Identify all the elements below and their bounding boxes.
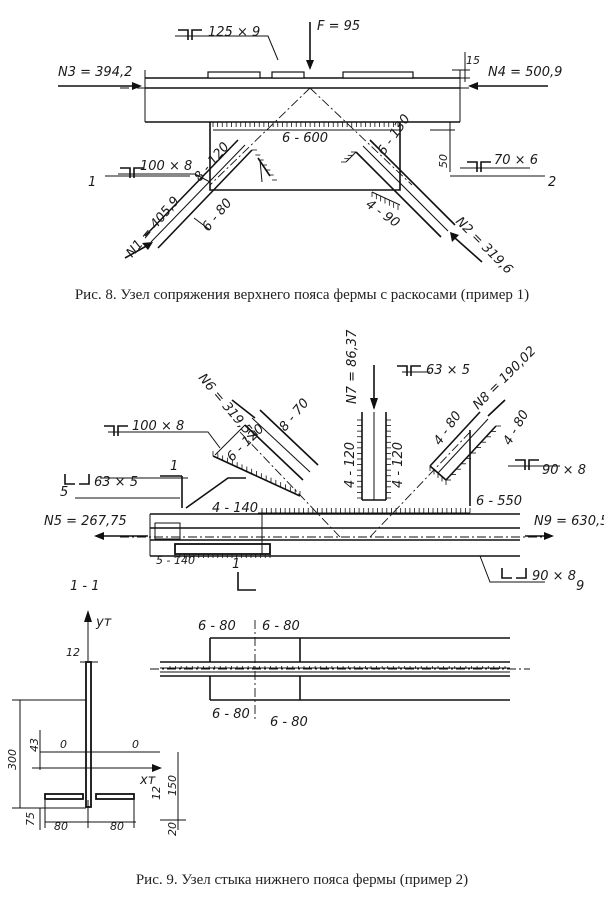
- dim-43-label: 43: [28, 738, 41, 752]
- mark-1-label: 1: [88, 175, 96, 190]
- dim-0b-label: 0: [132, 738, 139, 751]
- dim-150-label: 150: [166, 775, 179, 796]
- sec-90-top-label: 90 × 8: [542, 463, 586, 478]
- weld-n7a-label: 4 - 120: [343, 442, 358, 488]
- n9-label: N9 = 630,51: [534, 514, 604, 529]
- weld-6-550-label: 6 - 550: [476, 494, 522, 509]
- dim-0a-label: 0: [60, 738, 67, 751]
- axis-y-label: yт: [95, 615, 112, 630]
- fig9-gusset: [185, 429, 473, 538]
- sec-90-bottom-label: 90 × 8: [532, 569, 576, 584]
- weld-r1-label: 6 - 130: [375, 112, 414, 158]
- mark-5-label: 5: [60, 485, 68, 500]
- right-section-label: 70 × 6: [494, 153, 538, 168]
- sec-63-top-label: 63 × 5: [426, 363, 470, 378]
- fig8-leaders: [105, 35, 545, 183]
- weld-5-140-label: 5 - 140: [156, 554, 195, 567]
- left-diagonal: [144, 139, 271, 249]
- dim-80a-label: 80: [54, 820, 68, 833]
- weld-l1-label: 8 - 120: [192, 140, 233, 185]
- dim-50-label: 50: [437, 154, 450, 168]
- n2-label: N2 = 319,6: [452, 214, 515, 277]
- section-1-1-label: 1 - 1: [70, 579, 100, 594]
- gusset-plate: [209, 87, 413, 191]
- plan-bot-b-label: 6 - 80: [270, 715, 308, 730]
- mark-2-label: 2: [548, 175, 556, 190]
- weld-l2-label: 6 - 80: [200, 196, 236, 235]
- n4-label: N4 = 500,9: [488, 65, 562, 80]
- plan-bot-a-label: 6 - 80: [212, 707, 250, 722]
- mark-1b-label: 1: [232, 557, 240, 572]
- left-section-label: 100 × 8: [140, 159, 192, 174]
- weld-hatching: [169, 122, 506, 669]
- sec-100-label: 100 × 8: [132, 419, 184, 434]
- plan-view: [150, 620, 530, 720]
- weld-r2-label: 4 - 90: [363, 197, 403, 231]
- fig8-dimensions: [430, 52, 470, 172]
- weld-n8a-label: 4 - 80: [431, 409, 465, 449]
- n1-label: N1 = 405,9: [124, 194, 183, 261]
- top-section-label: 125 × 9: [208, 25, 260, 40]
- bottom-chord: [120, 510, 545, 557]
- n3-label: N3 = 394,2: [58, 65, 132, 80]
- fig8-caption: Рис. 8. Узел сопряжения верхнего пояса ф…: [75, 287, 529, 303]
- cross-section-1-1: [12, 610, 186, 830]
- axis-x-label: xт: [139, 773, 156, 788]
- n5-label: N5 = 267,75: [44, 514, 127, 529]
- force-f-label: F = 95: [317, 19, 360, 34]
- weld-n8b-label: 4 - 80: [500, 408, 532, 448]
- n8-label: N8 = 190,02: [470, 344, 539, 413]
- dim-12b-label: 12: [150, 786, 163, 800]
- section-marker: [160, 475, 256, 591]
- n7-label: N7 = 86,37: [345, 329, 360, 404]
- fig8-arrows: [58, 22, 548, 263]
- fig9-arrows: [94, 365, 554, 540]
- weld-4-140-label: 4 - 140: [212, 501, 258, 516]
- plan-top-b-label: 6 - 80: [262, 619, 300, 634]
- dim-20-label: 20: [166, 822, 179, 836]
- dim-75-label: 75: [24, 812, 37, 826]
- weld-top-label: 6 - 600: [282, 131, 328, 146]
- figure-9: N6 = 319,57 N7 = 86,37 N8 = 190,02 63 × …: [6, 329, 604, 888]
- weld-n7b-label: 4 - 120: [391, 442, 406, 488]
- plan-top-a-label: 6 - 80: [198, 619, 236, 634]
- sec-63-left-label: 63 × 5: [94, 475, 138, 490]
- fig9-caption: Рис. 9. Узел стыка нижнего пояса фермы (…: [136, 872, 468, 888]
- dim-300-label: 300: [6, 749, 19, 770]
- dim-12-label: 12: [66, 646, 80, 659]
- mark-1-label: 1: [170, 459, 178, 474]
- mark-9-label: 9: [576, 579, 584, 594]
- dim-15-label: 15: [466, 54, 480, 67]
- fig8-angle-symbols: [120, 29, 491, 178]
- weld-n6a-label: 8 - 70: [277, 396, 313, 435]
- vertical-n7: [361, 412, 387, 501]
- figure-8: 125 × 9 F = 95 N3 = 394,2 N4 = 500,9 15 …: [58, 19, 562, 303]
- dim-80b-label: 80: [110, 820, 124, 833]
- top-chord: [120, 70, 470, 123]
- fig9-angle-symbols: [64, 365, 539, 579]
